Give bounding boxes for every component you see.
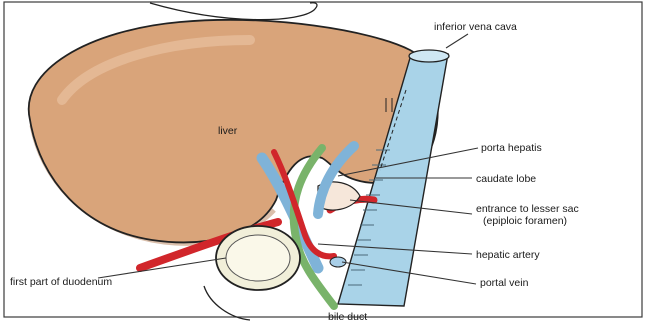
duodenum-lumen (226, 235, 290, 281)
label-porta-hepatis: porta hepatis (481, 142, 542, 154)
label-epiploic-foramen: (epiploic foramen) (483, 215, 567, 227)
label-first-part-of-duodenum: first part of duodenum (10, 276, 112, 288)
label-liver: liver (218, 125, 238, 137)
label-entrance-to-lesser-sac: entrance to lesser sac (476, 203, 579, 215)
label-hepatic-artery: hepatic artery (476, 249, 540, 261)
label-caudate-lobe: caudate lobe (476, 173, 536, 185)
label-bile-duct: bile duct (328, 311, 367, 321)
label-inferior-vena-cava: inferior vena cava (434, 21, 517, 33)
label-portal-vein: portal vein (480, 277, 529, 289)
